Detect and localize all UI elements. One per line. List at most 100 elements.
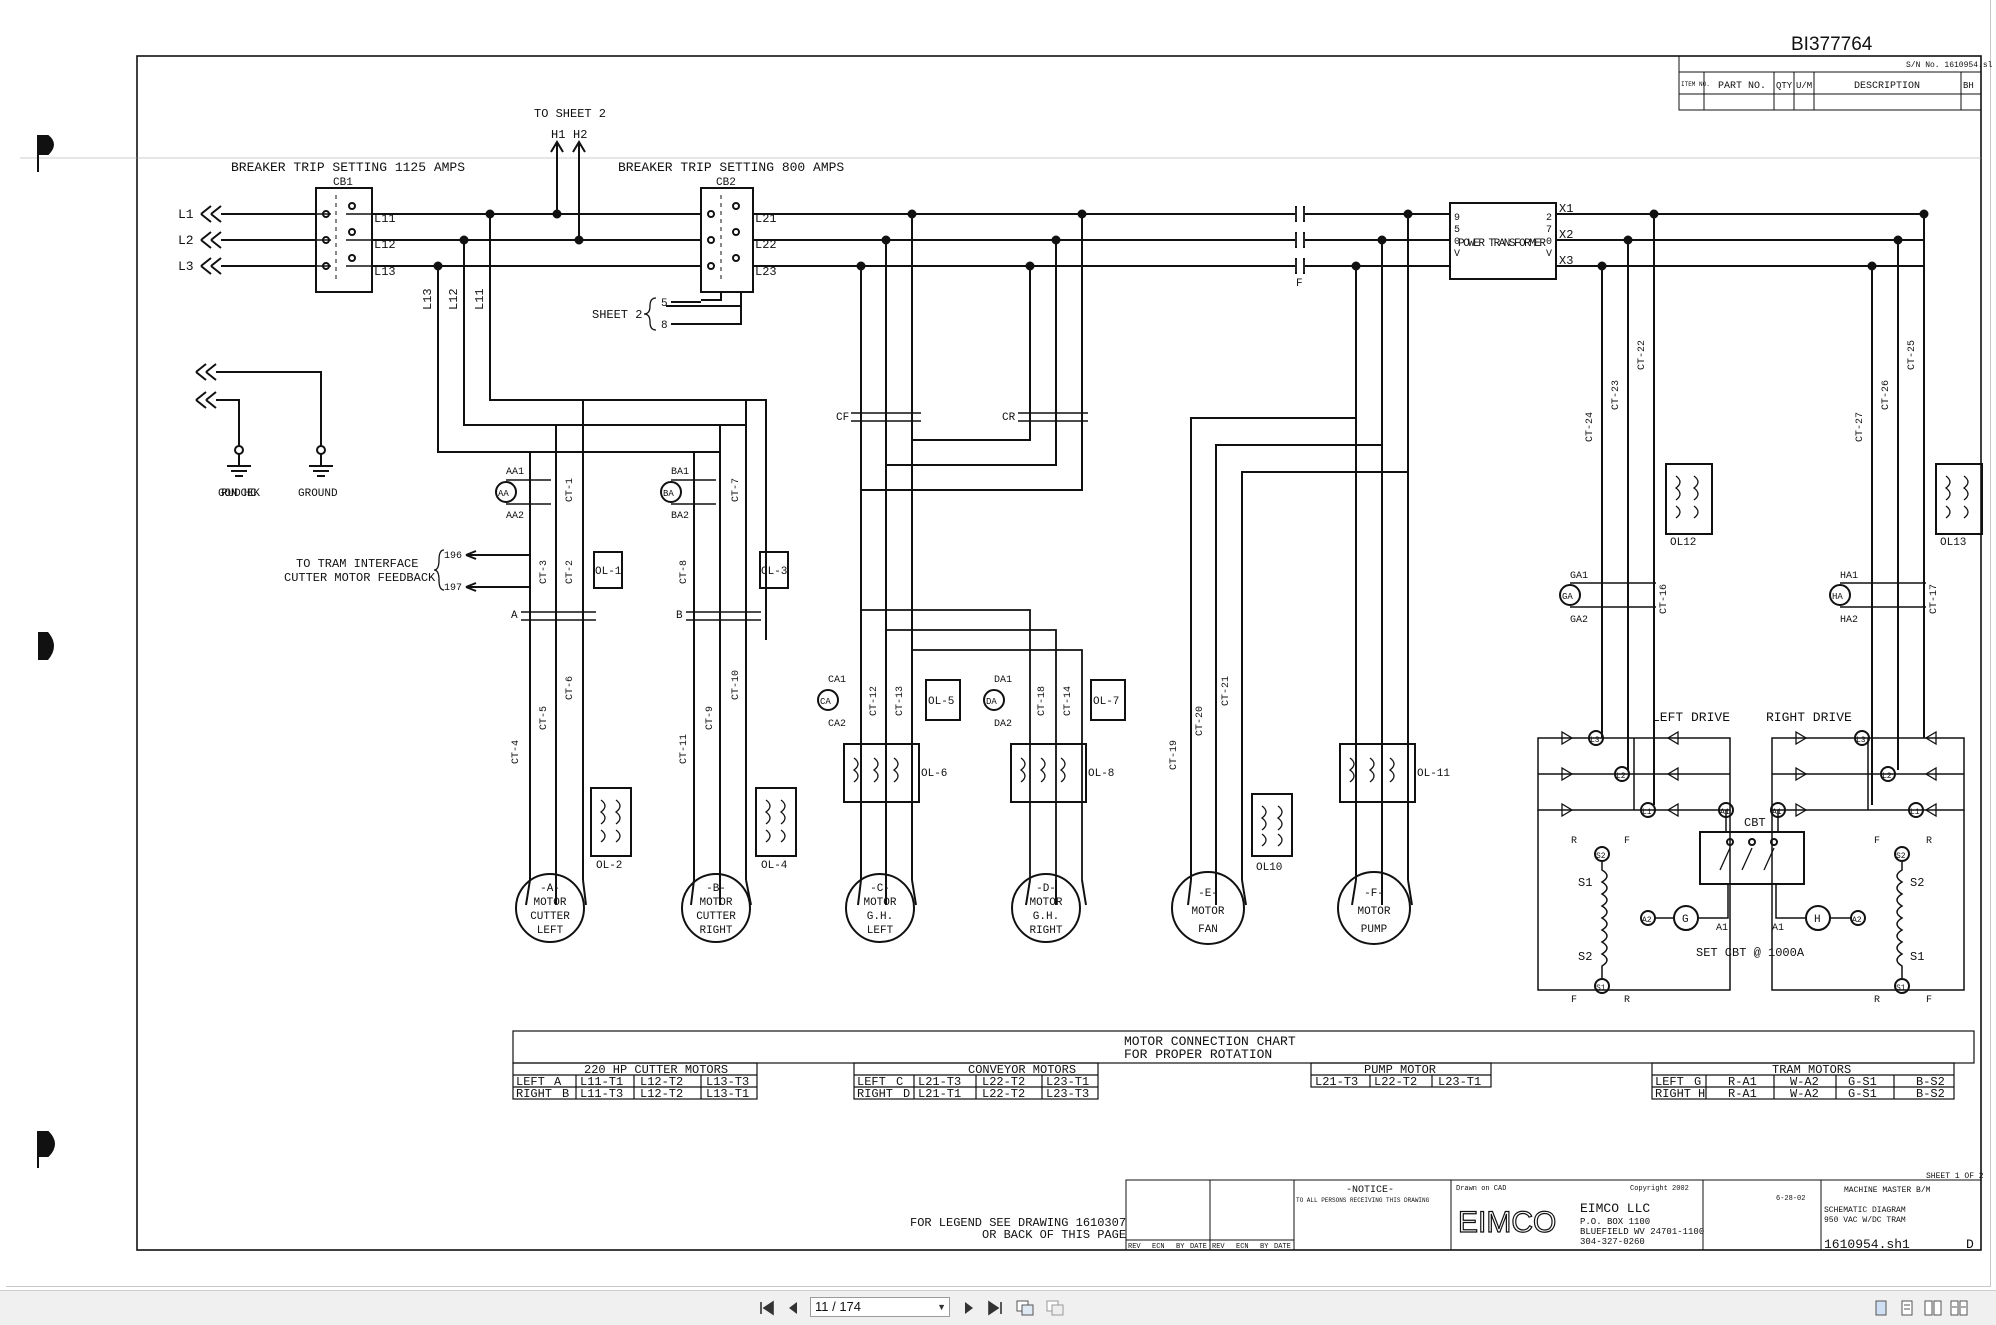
motor-c-line2: G.H.	[867, 911, 893, 923]
ct-22-label: CT-22	[1637, 340, 1648, 370]
ammeter-aa2: AA2	[506, 511, 524, 522]
ammeter-ga2: GA2	[1570, 615, 1588, 626]
line-l1: L1	[178, 207, 194, 222]
two-page-continuous-button[interactable]	[1948, 1298, 1970, 1318]
ct-17-label: CT-17	[1929, 584, 1940, 614]
motor-f-letter: -F-	[1364, 888, 1384, 900]
ol-13-label: OL13	[1940, 537, 1966, 549]
two-page-icon	[1924, 1300, 1942, 1316]
to-sheet2-label: TO SHEET 2	[534, 107, 606, 121]
motor-a: -A- MOTOR CUTTER LEFT	[515, 873, 585, 943]
vert-l12: L12	[447, 288, 461, 310]
motor-e-line2: FAN	[1198, 924, 1218, 936]
parts-col-qty: QTY	[1776, 81, 1793, 91]
page-number-field[interactable]: 11 / 174 ▼	[810, 1297, 950, 1317]
fit-view-button[interactable]	[1044, 1298, 1066, 1318]
sheet-count: SHEET 1 OF 2	[1926, 1172, 1984, 1181]
conveyor-r1c1: D	[903, 1087, 910, 1101]
continuous-view-icon	[1901, 1300, 1913, 1316]
first-page-button[interactable]	[756, 1298, 778, 1318]
document-viewer: S/N No. 1610954.sl ITEM NO. PART NO. QTY…	[6, 0, 1993, 1287]
right-node-a1: A1	[1772, 808, 1782, 817]
left-node-l1: L1	[1642, 808, 1652, 817]
ammeter-ha1: HA1	[1840, 571, 1858, 582]
chart-title1: MOTOR CONNECTION CHART	[1124, 1034, 1296, 1049]
sheet2-pin5: 5	[661, 298, 668, 310]
ct-7-label: CT-7	[731, 478, 742, 502]
cutter-r0c2: L11-T1	[580, 1075, 623, 1089]
ammeter-ga: GA	[1562, 592, 1573, 602]
xfmr-pin-r3: 0	[1546, 237, 1552, 248]
to-sheet2-h: TO SHEET 2 H1 H2	[534, 107, 606, 240]
conveyor-r0c4: L23-T1	[1046, 1075, 1089, 1089]
motor-b-letter: -B-	[706, 883, 726, 895]
motor-d-letter: -D-	[1036, 883, 1056, 895]
ammeter-da: DA	[986, 697, 997, 707]
xfmr-out-x2: X2	[1559, 228, 1573, 242]
tram-header: TRAM MOTORS	[1772, 1063, 1851, 1077]
feedback-pin-197: 197	[444, 583, 462, 594]
right-s1-label: S1	[1910, 950, 1924, 964]
armature-h: H	[1814, 914, 1821, 926]
drawn-on: Drawn on CAD	[1456, 1185, 1506, 1193]
tram-r1c2: R-A1	[1728, 1087, 1757, 1101]
ct-10-label: CT-10	[731, 670, 742, 700]
cb2-out-l21: L21	[755, 212, 777, 226]
cf-label: CF	[836, 412, 849, 424]
fan-pump-branches: CT-19 CT-20 CT-21 OL10 OL-11	[1169, 214, 1450, 906]
left-a2: A2	[1642, 916, 1652, 925]
rev-col-1: ECN	[1152, 1243, 1165, 1251]
cb1-trip-label: BREAKER TRIP SETTING 1125 AMPS	[231, 160, 465, 175]
single-page-view-button[interactable]	[1870, 1298, 1892, 1318]
rev-col-0: REV	[1128, 1243, 1141, 1251]
cb2-trip-label: BREAKER TRIP SETTING 800 AMPS	[618, 160, 844, 175]
ct-5-label: CT-5	[539, 706, 550, 730]
motor-b-line3: RIGHT	[699, 925, 732, 937]
conveyor-r1c0: RIGHT	[857, 1087, 893, 1101]
last-page-button[interactable]	[984, 1298, 1006, 1318]
ct-25-label: CT-25	[1907, 340, 1918, 370]
prev-page-icon	[789, 1302, 797, 1314]
copy-view-button[interactable]	[1014, 1298, 1036, 1318]
cutter-r0c3: L12-T2	[640, 1075, 683, 1089]
tram-r0c0: LEFT	[1655, 1075, 1684, 1089]
motor-d-line2: G.H.	[1033, 911, 1059, 923]
ct-13-label: CT-13	[895, 686, 906, 716]
ammeter-ca1: CA1	[828, 675, 846, 686]
left-s1-bottom: S1	[1596, 984, 1606, 993]
ct-1-label: CT-1	[565, 478, 576, 502]
right-node-l3: L3	[1856, 736, 1866, 745]
ct-16-label: CT-16	[1659, 584, 1670, 614]
single-page-icon	[1875, 1300, 1887, 1316]
tram-interface: TO TRAM INTERFACE CUTTER MOTOR FEEDBACK …	[284, 549, 530, 594]
transformer-label: POWER TRANSFORMER	[1458, 238, 1546, 250]
copy-view-icon	[1016, 1300, 1034, 1316]
xfmr-pin-r2: 7	[1546, 225, 1552, 236]
cutter-r1c2: L11-T3	[580, 1087, 623, 1101]
sheet-border	[136, 55, 1982, 1251]
page-number-text: 11 / 174	[815, 1299, 862, 1314]
h2-label: H2	[573, 128, 587, 142]
continuous-view-button[interactable]	[1896, 1298, 1918, 1318]
conveyor-r0c2: L21-T3	[918, 1075, 961, 1089]
vert-l13: L13	[421, 288, 435, 310]
two-page-view-button[interactable]	[1922, 1298, 1944, 1318]
company-logo: EIMCO	[1458, 1206, 1556, 1239]
left-a1-arm: A1	[1716, 923, 1728, 934]
motor-b-line2: CUTTER	[696, 911, 736, 923]
ammeter-ba: BA	[663, 489, 674, 499]
tb-title2: 950 VAC W/DC TRAM	[1824, 1216, 1906, 1225]
motor-b: -B- MOTOR CUTTER RIGHT	[681, 873, 751, 943]
ammeter-ha: HA	[1832, 592, 1843, 602]
conveyor-r1c4: L23-T3	[1046, 1087, 1089, 1101]
cb2-out-l22: L22	[755, 238, 777, 252]
motors: -A- MOTOR CUTTER LEFT -B- MOTOR CUTTER R…	[515, 871, 1411, 945]
conveyor-r1c2: L21-T1	[918, 1087, 961, 1101]
ol-3-label: OL-3	[761, 566, 787, 578]
prev-page-button[interactable]	[782, 1298, 804, 1318]
next-page-button[interactable]	[958, 1298, 980, 1318]
first-page-icon	[760, 1300, 774, 1316]
page-dropdown-icon[interactable]: ▼	[937, 1302, 946, 1312]
parts-list-header: S/N No. 1610954.sl ITEM NO. PART NO. QTY…	[1678, 55, 1993, 111]
pump-header: PUMP MOTOR	[1364, 1063, 1436, 1077]
